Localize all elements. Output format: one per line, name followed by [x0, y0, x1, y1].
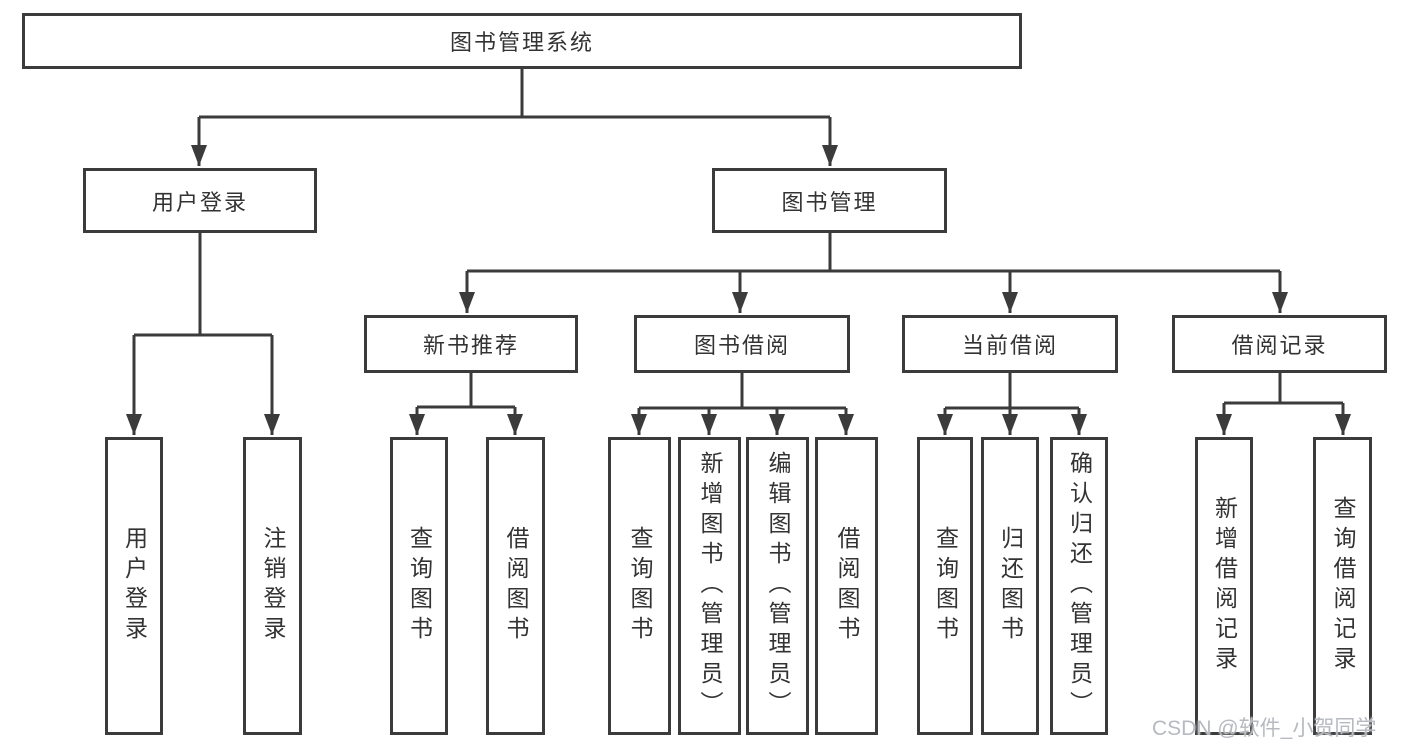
node-label: 查询图书 [627, 526, 653, 646]
node-label: 借阅记录 [1231, 333, 1328, 358]
leaf-return-books: 归还图书 [981, 437, 1039, 735]
node-book-management: 图书管理 [712, 168, 947, 233]
csdn-watermark: CSDN @软件_小贺同学 [1152, 717, 1377, 740]
node-label: 图书管理 [781, 189, 878, 215]
node-label: 确认归还（管理员） [1066, 451, 1093, 721]
node-current-borrowing: 当前借阅 [902, 315, 1118, 373]
leaf-add-books-admin: 新增图书（管理员） [678, 437, 741, 735]
leaf-borrow-books-2: 借阅图书 [815, 437, 878, 735]
leaf-add-borrow-record: 新增借阅记录 [1195, 437, 1253, 735]
node-label: 用户登录 [121, 526, 148, 646]
node-label: 注销登录 [260, 526, 286, 646]
node-book-borrowing: 图书借阅 [634, 315, 850, 373]
node-label: 新增借阅记录 [1211, 496, 1238, 676]
node-label: 查询图书 [406, 526, 433, 646]
node-new-book-recommend: 新书推荐 [364, 315, 578, 373]
leaf-query-books-2: 查询图书 [608, 437, 671, 735]
leaf-query-books-1: 查询图书 [390, 437, 448, 735]
node-label: 图书借阅 [693, 333, 790, 358]
node-label: 新增图书（管理员） [697, 451, 723, 721]
node-label: 归还图书 [997, 526, 1024, 646]
node-label: 当前借阅 [961, 333, 1058, 358]
leaf-edit-books-admin: 编辑图书（管理员） [746, 437, 809, 735]
node-label: 编辑图书（管理员） [765, 451, 791, 721]
leaf-confirm-return-admin: 确认归还（管理员） [1050, 437, 1108, 735]
node-label: 图书管理系统 [449, 30, 594, 55]
node-borrowing-records: 借阅记录 [1172, 315, 1387, 373]
leaf-query-borrow-record: 查询借阅记录 [1313, 437, 1372, 735]
node-label: 借阅图书 [503, 526, 529, 646]
node-user-login: 用户登录 [83, 168, 317, 233]
node-label: 新书推荐 [422, 333, 519, 358]
node-label: 查询借阅记录 [1330, 496, 1356, 676]
node-label: 查询图书 [932, 526, 959, 646]
leaf-query-books-3: 查询图书 [917, 437, 973, 735]
leaf-borrow-books-1: 借阅图书 [486, 437, 545, 735]
node-library-management-system: 图书管理系统 [22, 13, 1022, 69]
leaf-logout: 注销登录 [243, 437, 302, 735]
leaf-user-login: 用户登录 [105, 437, 163, 735]
node-label: 用户登录 [151, 189, 248, 215]
node-label: 借阅图书 [834, 526, 860, 646]
